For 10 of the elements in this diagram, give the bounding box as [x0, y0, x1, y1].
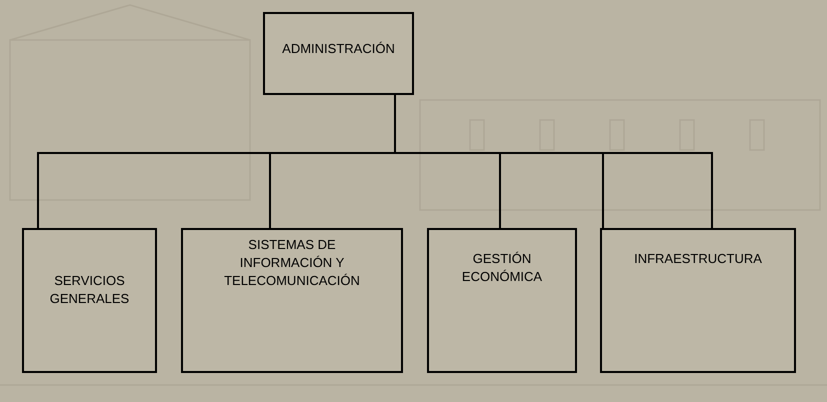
unit-label: SISTEMAS DE INFORMACIÓN Y TELECOMUNICACIÓN	[223, 236, 361, 290]
org-box	[600, 228, 796, 373]
unit-label: INFRAESTRUCTURA	[634, 250, 762, 268]
org-box	[427, 228, 577, 373]
unit-label: SERVICIOS GENERALES	[48, 272, 130, 308]
unit-label: GESTIÓN ECONÓMICA	[460, 250, 544, 286]
org-box	[22, 228, 157, 373]
org-box	[181, 228, 403, 373]
unit-label: ADMINISTRACIÓN	[282, 40, 395, 58]
org-box	[263, 12, 414, 95]
